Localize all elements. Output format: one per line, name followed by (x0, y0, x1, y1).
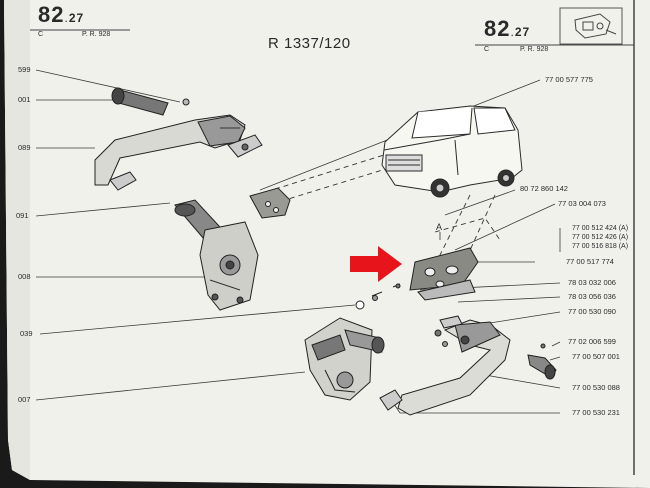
left-ref-label: 007 (18, 395, 31, 404)
gasket-plate (409, 247, 479, 301)
lock-mechanism-right (304, 283, 401, 401)
thumbnail-box (559, 7, 623, 45)
exterior-handle-right (379, 315, 557, 416)
left-ref: P. R. 928 (82, 31, 111, 38)
part-number: 80 72 860 142 (520, 184, 568, 193)
part-number: 77 02 006 599 (568, 337, 616, 346)
left-code: C (38, 31, 44, 38)
red-arrow-icon (350, 246, 402, 282)
exterior-handle-left (94, 87, 263, 191)
right-section-number: 82.27 (484, 16, 531, 41)
page-title: R 1337/120 (268, 35, 351, 52)
part-number: 77 00 530 088 (572, 383, 620, 392)
part-number: 78 03 032 006 (568, 278, 616, 287)
part-number: 77 03 004 073 (558, 199, 606, 208)
part-number: 77 00 507 001 (572, 352, 620, 361)
left-ref-label: 089 (18, 143, 31, 152)
left-ref-label: 599 (18, 65, 31, 74)
left-ref-label: 039 (20, 329, 33, 338)
part-number: 77 00 512 424 (A) (572, 225, 629, 232)
lock-mechanism-left (174, 199, 259, 311)
part-number: 77 00 530 090 (568, 307, 616, 316)
right-code: C (484, 46, 490, 53)
door-lock-icon (574, 13, 617, 39)
right-ref: P. R. 928 (520, 46, 549, 53)
part-number: 77 00 517 774 (566, 257, 614, 266)
bracket-part (249, 187, 291, 219)
part-number: 78 03 056 036 (568, 292, 616, 301)
part-number: 77 00 512 426 (A) (572, 234, 629, 241)
paper (4, 0, 650, 488)
left-ref-label: 008 (18, 272, 31, 281)
left-ref-label: 091 (16, 211, 29, 220)
callout-letter: A (436, 222, 443, 232)
left-section-number: 82.27 (38, 2, 85, 27)
part-number: 77 00 516 818 (A) (572, 243, 629, 250)
car-icon (381, 105, 523, 198)
part-number: 77 00 577 775 (545, 75, 593, 84)
part-number: 77 00 530 231 (572, 408, 620, 417)
left-ref-label: 001 (18, 95, 31, 104)
